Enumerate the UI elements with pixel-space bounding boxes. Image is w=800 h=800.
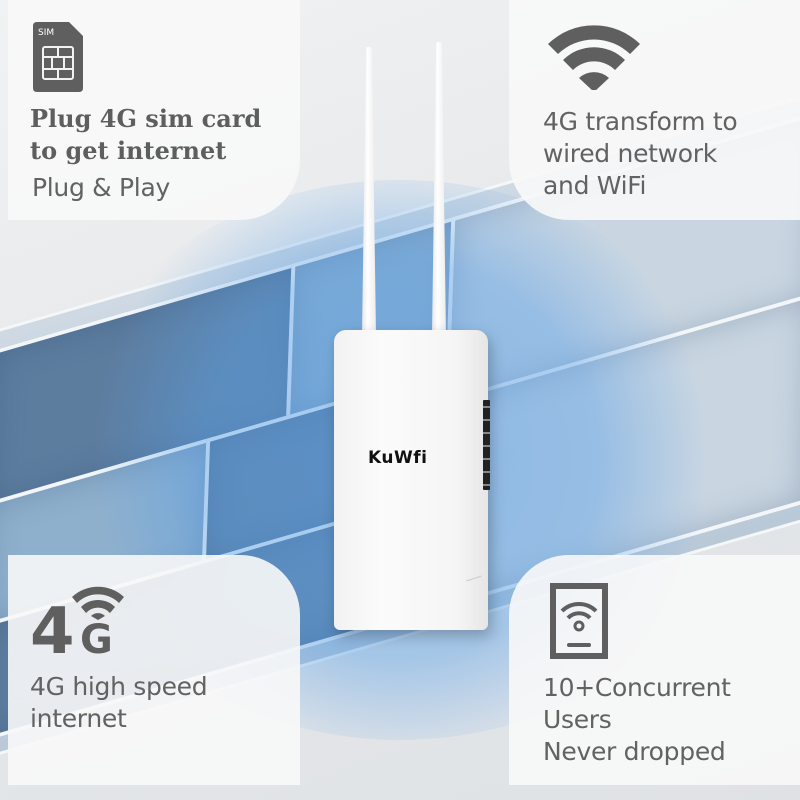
wifi-icon <box>546 20 642 94</box>
feature-panel-users: 10+Concurrent Users Never dropped <box>509 555 800 785</box>
4g-signal-icon: 4 G <box>30 585 130 669</box>
sim-headline-line-2: to get internet <box>30 136 227 165</box>
tablet-wifi-icon <box>550 583 608 663</box>
speed-line-1: 4G high speed <box>30 672 208 701</box>
router-led-indicators <box>483 400 490 490</box>
wifi-description: 4G transform to wired network and WiFi <box>543 106 738 202</box>
users-line-2: Users <box>543 705 612 734</box>
sim-subline: Plug & Play <box>32 173 170 202</box>
sim-headline-line-1: Plug 4G sim card <box>30 104 262 133</box>
sim-headline: Plug 4G sim card to get internet <box>30 103 261 167</box>
svg-text:4: 4 <box>30 595 75 657</box>
wifi-line-2: wired network <box>543 139 717 168</box>
svg-text:SIM: SIM <box>38 28 54 38</box>
router-antenna-right <box>432 42 446 335</box>
router-device: KuWfi <box>334 330 490 630</box>
feature-panel-sim: SIM Plug 4G sim card to get internet Plu… <box>8 0 300 220</box>
svg-text:G: G <box>80 617 113 657</box>
router-antenna-left <box>362 47 376 335</box>
router-brand-logo: KuWfi <box>368 448 428 468</box>
sim-card-icon: SIM <box>33 22 83 96</box>
router-seam <box>466 575 482 582</box>
feature-panel-wifi: 4G transform to wired network and WiFi <box>509 0 800 220</box>
users-description: 10+Concurrent Users Never dropped <box>543 672 731 768</box>
speed-description: 4G high speed internet <box>30 671 208 735</box>
feature-panel-speed: 4 G 4G high speed internet <box>8 555 300 785</box>
users-line-1: 10+Concurrent <box>543 673 731 702</box>
speed-line-2: internet <box>30 704 127 733</box>
wifi-line-1: 4G transform to <box>543 107 738 136</box>
wifi-line-3: and WiFi <box>543 171 647 200</box>
users-line-3: Never dropped <box>543 737 726 766</box>
